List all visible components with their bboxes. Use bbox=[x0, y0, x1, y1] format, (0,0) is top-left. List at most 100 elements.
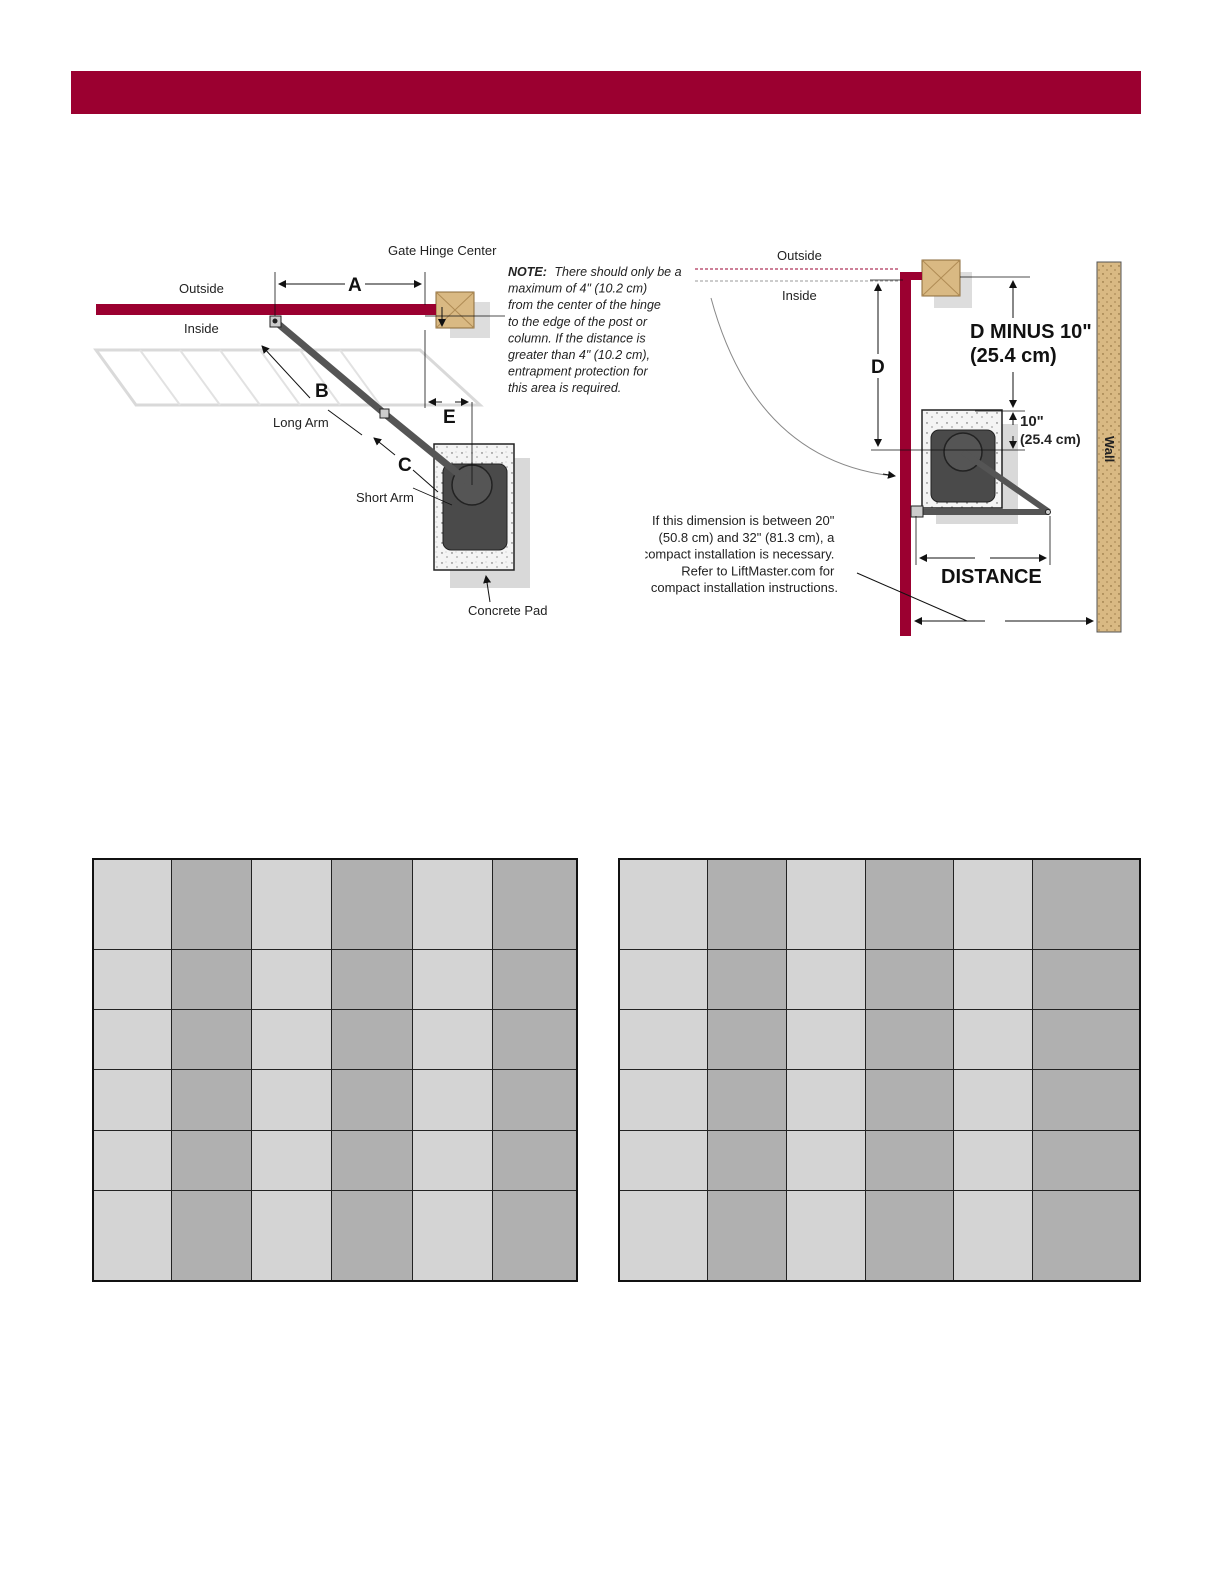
table-cell bbox=[952, 1009, 1033, 1071]
dim-c-label: C bbox=[398, 455, 412, 476]
table-cell bbox=[92, 948, 172, 1011]
header-bar bbox=[71, 71, 1141, 114]
table-cell bbox=[618, 948, 708, 1011]
table-cell bbox=[331, 858, 413, 950]
table-cell bbox=[251, 1129, 333, 1192]
table-cell bbox=[492, 858, 578, 950]
table-cell bbox=[952, 1069, 1033, 1131]
table-cell bbox=[92, 1009, 172, 1071]
left-gate-diagram: A Gate Hinge Center Outside Inside B C E… bbox=[80, 230, 690, 630]
table-cell bbox=[785, 858, 866, 950]
table-row bbox=[92, 1069, 578, 1131]
table-cell bbox=[1031, 1069, 1141, 1131]
right-grid-table bbox=[618, 858, 1141, 1282]
table-cell bbox=[251, 1009, 333, 1071]
table-cell bbox=[1031, 858, 1141, 950]
inside-label-right: Inside bbox=[782, 288, 817, 303]
table-cell bbox=[706, 1069, 787, 1131]
table-cell bbox=[785, 1129, 866, 1192]
dim-e-label: E bbox=[443, 407, 456, 428]
table-cell bbox=[492, 1190, 578, 1282]
table-row bbox=[618, 1129, 1141, 1192]
table-cell bbox=[411, 948, 494, 1011]
table-cell bbox=[331, 1129, 413, 1192]
short-arm bbox=[382, 411, 475, 488]
compact-note: If this dimension is between 20" (50.8 c… bbox=[645, 513, 838, 595]
table-cell bbox=[618, 1009, 708, 1071]
table-cell bbox=[864, 858, 954, 950]
left-gate-diagram-svg: A Gate Hinge Center Outside Inside B C E… bbox=[93, 243, 685, 618]
table-cell bbox=[618, 1190, 708, 1282]
d-minus-cm-label: (25.4 cm) bbox=[970, 345, 1057, 367]
table-cell bbox=[1031, 1129, 1141, 1192]
table-cell bbox=[864, 948, 954, 1011]
outside-label: Outside bbox=[179, 281, 224, 296]
table-cell bbox=[618, 1069, 708, 1131]
table-cell bbox=[251, 858, 333, 950]
table-cell bbox=[411, 1190, 494, 1282]
table-cell bbox=[785, 1190, 866, 1282]
note-text: NOTE: There should only be a maximum of … bbox=[508, 265, 685, 395]
table-cell bbox=[170, 1190, 253, 1282]
table-cell bbox=[952, 948, 1033, 1011]
table-row bbox=[618, 858, 1141, 950]
table-cell bbox=[864, 1009, 954, 1071]
table-cell bbox=[411, 1069, 494, 1131]
table-cell bbox=[92, 1190, 172, 1282]
table-cell bbox=[492, 1129, 578, 1192]
long-arm-label: Long Arm bbox=[273, 415, 329, 430]
table-cell bbox=[492, 948, 578, 1011]
table-cell bbox=[864, 1129, 954, 1192]
gate-swing-ghost bbox=[93, 348, 484, 407]
table-cell bbox=[492, 1069, 578, 1131]
table-row bbox=[618, 1069, 1141, 1131]
table-cell bbox=[706, 948, 787, 1011]
right-gate-diagram-svg: Outside Inside D 10" (25.4 cm bbox=[642, 248, 1122, 636]
table-cell bbox=[785, 948, 866, 1011]
table-cell bbox=[1031, 1009, 1141, 1071]
dim-d-label: D bbox=[871, 357, 885, 378]
table-row bbox=[618, 1009, 1141, 1071]
table-cell bbox=[864, 1069, 954, 1131]
table-cell bbox=[952, 1129, 1033, 1192]
table-cell bbox=[706, 858, 787, 950]
table-row bbox=[92, 858, 578, 950]
short-arm-label: Short Arm bbox=[356, 490, 414, 505]
table-row bbox=[92, 1129, 578, 1192]
d-minus-label: D MINUS 10" bbox=[970, 321, 1092, 343]
gate-hinge-center-label: Gate Hinge Center bbox=[388, 243, 497, 258]
dim-b-label: B bbox=[315, 381, 329, 402]
long-arm bbox=[273, 319, 388, 417]
table-cell bbox=[706, 1129, 787, 1192]
table-cell bbox=[92, 858, 172, 950]
table-row bbox=[618, 948, 1141, 1011]
table-cell bbox=[170, 858, 253, 950]
table-cell bbox=[170, 1009, 253, 1071]
gate-bar-right bbox=[900, 276, 911, 636]
table-cell bbox=[411, 1129, 494, 1192]
table-cell bbox=[251, 1069, 333, 1131]
table-cell bbox=[170, 1129, 253, 1192]
table-cell bbox=[952, 858, 1033, 950]
table-cell bbox=[706, 1190, 787, 1282]
table-cell bbox=[251, 948, 333, 1011]
left-grid-table bbox=[92, 858, 578, 1282]
note-label: NOTE: bbox=[508, 265, 547, 279]
table-cell bbox=[492, 1009, 578, 1071]
distance-label: DISTANCE bbox=[941, 566, 1042, 588]
gate-bar bbox=[96, 304, 421, 315]
table-cell bbox=[170, 1069, 253, 1131]
table-cell bbox=[785, 1009, 866, 1071]
table-row bbox=[92, 1190, 578, 1282]
table-cell bbox=[251, 1190, 333, 1282]
outside-label-right: Outside bbox=[777, 248, 822, 263]
table-cell bbox=[952, 1190, 1033, 1282]
table-cell bbox=[618, 858, 708, 950]
table-cell bbox=[1031, 1190, 1141, 1282]
wall-label: Wall bbox=[1102, 436, 1117, 462]
table-cell bbox=[92, 1129, 172, 1192]
inside-label: Inside bbox=[184, 321, 219, 336]
concrete-pad-label: Concrete Pad bbox=[468, 603, 548, 618]
wall bbox=[1096, 261, 1122, 633]
table-cell bbox=[706, 1009, 787, 1071]
